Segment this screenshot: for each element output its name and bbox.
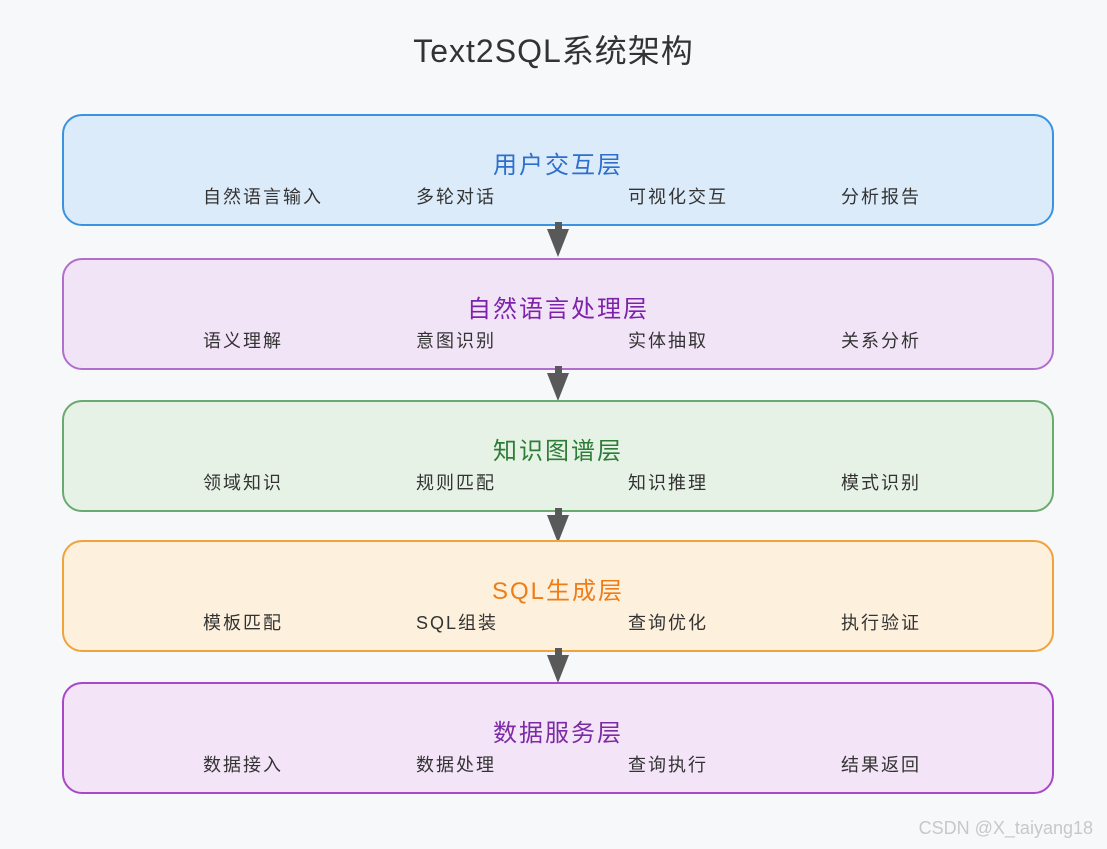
layer-item: SQL组装	[416, 613, 499, 633]
layer-title: 用户交互层	[493, 152, 623, 179]
layer-item: 执行验证	[841, 613, 921, 633]
page-title: Text2SQL系统架构	[413, 33, 694, 69]
layer-title: 数据服务层	[493, 720, 623, 747]
arrow-stem	[555, 648, 562, 657]
layer-nlp: 自然语言处理层 语义理解 意图识别 实体抽取 关系分析	[62, 258, 1054, 370]
arrow-head	[547, 515, 569, 543]
layer-item: 多轮对话	[416, 187, 496, 207]
layer-item: 语义理解	[203, 331, 283, 351]
arrow-stem	[555, 366, 562, 375]
layer-item: 模式识别	[841, 473, 921, 493]
layer-item: 查询执行	[628, 755, 708, 775]
arrow-head	[547, 229, 569, 257]
layer-title: 知识图谱层	[493, 438, 623, 465]
layer-user-interaction: 用户交互层 自然语言输入 多轮对话 可视化交互 分析报告	[62, 114, 1054, 226]
layer-title: SQL生成层	[491, 578, 625, 605]
csdn-watermark: CSDN @X_taiyang18	[918, 818, 1093, 838]
layer-item: 领域知识	[203, 473, 283, 493]
layer-item: 分析报告	[841, 187, 921, 207]
arrow-stem	[555, 222, 562, 231]
layer-item: 关系分析	[841, 331, 921, 351]
arrow-head	[547, 655, 569, 683]
down-arrow-icon	[543, 508, 573, 543]
layer-item: 知识推理	[628, 473, 708, 493]
layer-item: 可视化交互	[628, 187, 728, 207]
layer-item: 规则匹配	[416, 473, 496, 493]
layer-item: 结果返回	[841, 755, 921, 775]
layer-item: 数据处理	[416, 755, 496, 775]
down-arrow-icon	[543, 366, 573, 401]
down-arrow-icon	[543, 648, 573, 683]
layer-knowledge-graph: 知识图谱层 领域知识 规则匹配 知识推理 模式识别	[62, 400, 1054, 512]
layer-item: 自然语言输入	[203, 187, 323, 207]
layer-item: 数据接入	[203, 755, 283, 775]
arrow-head	[547, 373, 569, 401]
layer-item: 模板匹配	[203, 613, 283, 633]
layer-item: 意图识别	[416, 331, 496, 351]
layer-data-service: 数据服务层 数据接入 数据处理 查询执行 结果返回	[62, 682, 1054, 794]
arrow-stem	[555, 508, 562, 517]
layer-sql-generation: SQL生成层 模板匹配 SQL组装 查询优化 执行验证	[62, 540, 1054, 652]
down-arrow-icon	[543, 222, 573, 257]
layer-title: 自然语言处理层	[467, 296, 649, 323]
layer-item: 查询优化	[628, 613, 708, 633]
layer-item: 实体抽取	[628, 331, 708, 351]
